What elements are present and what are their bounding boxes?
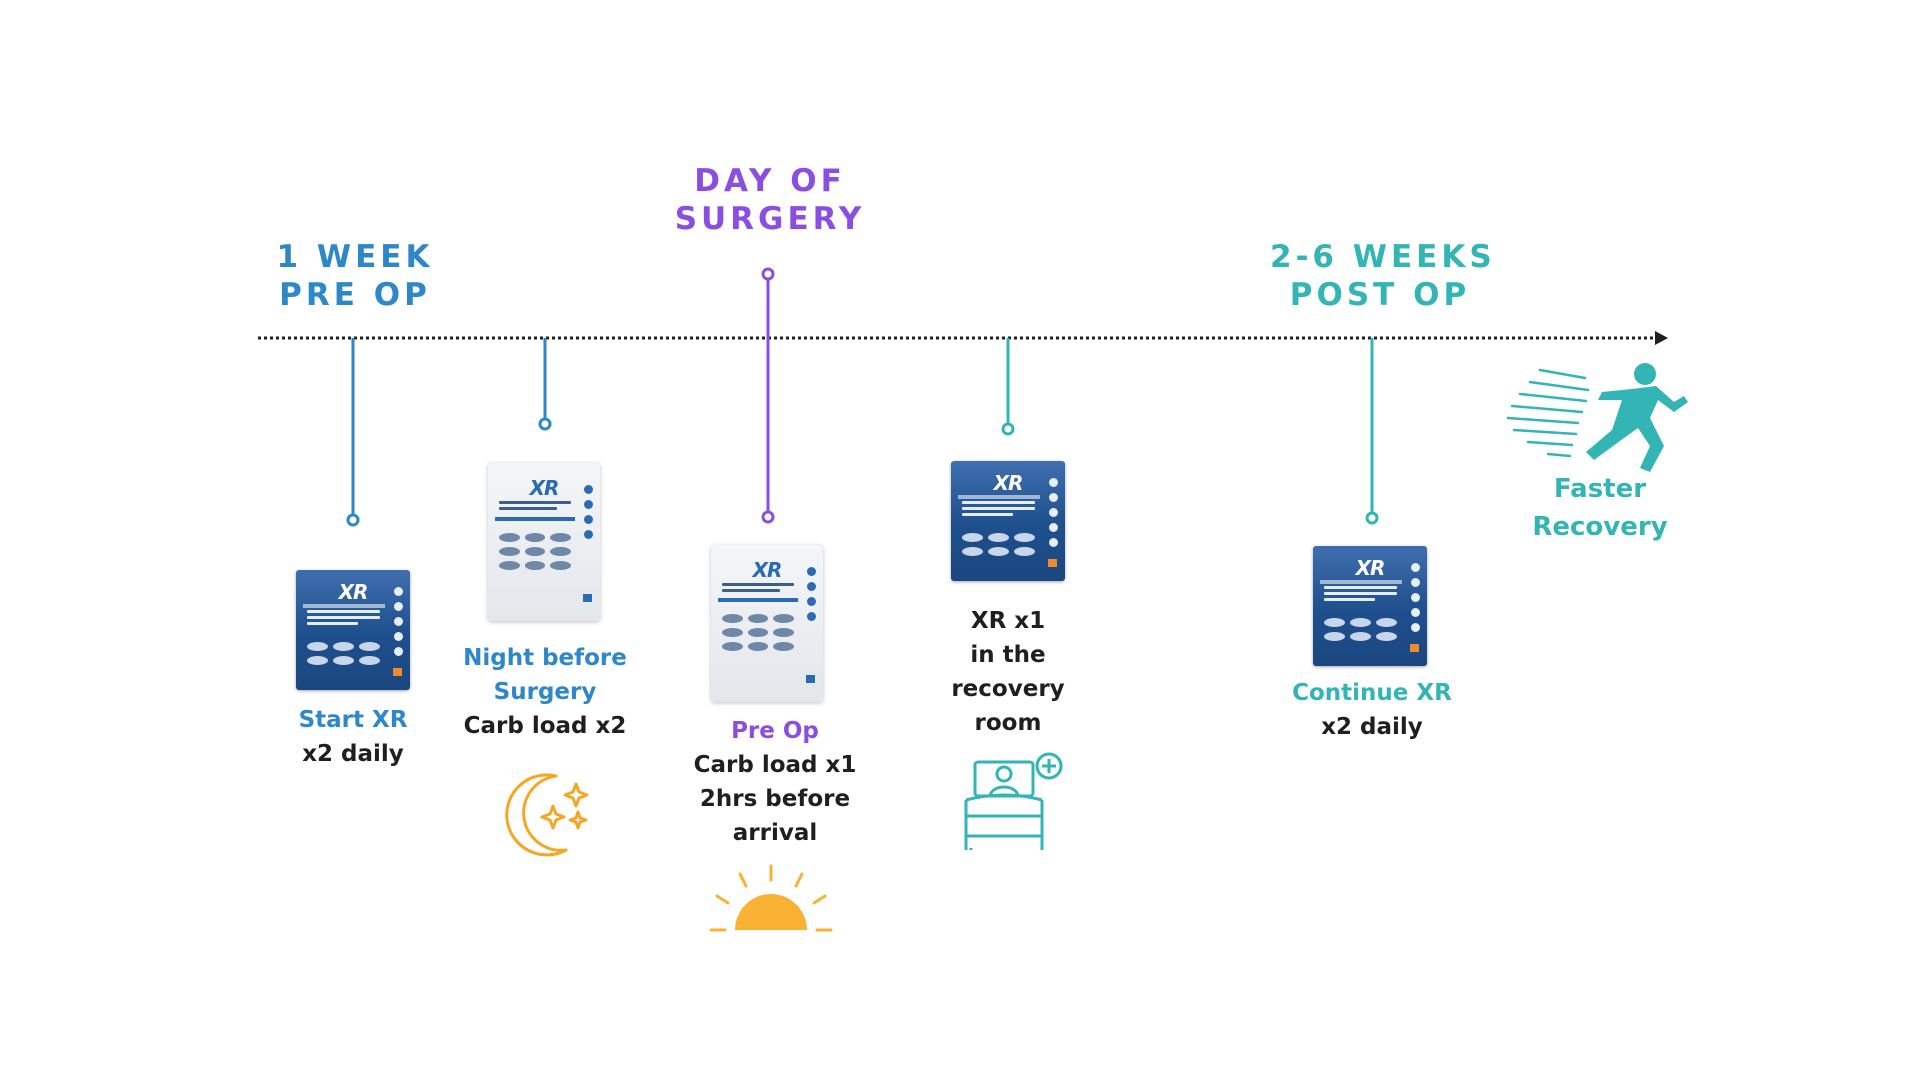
step-line3: recovery: [951, 676, 1065, 702]
step-night-before: Night before Surgery Carb load x2: [425, 641, 665, 743]
step-detail: x2 daily: [302, 741, 404, 767]
step-title-line2: Surgery: [493, 679, 597, 705]
step-title-line1: Night before: [463, 645, 627, 671]
step-start-xr: Start XR x2 daily: [253, 703, 453, 771]
xr-logo: XR: [752, 557, 783, 582]
connector-day-of-surgery: [761, 267, 775, 524]
step-line2: in the: [970, 642, 1046, 668]
step-detail-line2: 2hrs before: [699, 786, 851, 812]
step-line1: Faster: [1553, 474, 1647, 504]
moon-stars-icon: [505, 773, 589, 857]
xr-logo: XR: [529, 475, 560, 500]
timeline-arrowhead: [1655, 331, 1668, 345]
xr-packet-recovery: XR: [951, 461, 1065, 581]
connector-night-before: [538, 338, 552, 431]
xr-packet-start: XR: [296, 570, 410, 690]
xr-logo: XR: [1355, 555, 1386, 580]
sunrise-icon: [709, 864, 833, 932]
step-line2: Recovery: [1532, 512, 1668, 542]
step-pre-op: Pre Op Carb load x1 2hrs before arrival: [655, 714, 895, 850]
xr-logo: XR: [338, 579, 369, 604]
connector-post-op: [1365, 338, 1379, 525]
step-title: Pre Op: [731, 718, 819, 744]
step-detail: x2 daily: [1321, 714, 1423, 740]
step-title: Continue XR: [1292, 680, 1452, 706]
hospital-bed-icon: [964, 752, 1063, 850]
step-detail-line1: Carb load x1: [693, 752, 857, 778]
connector-recovery-room: [1001, 338, 1015, 436]
step-continue-xr: Continue XR x2 daily: [1252, 676, 1492, 744]
step-detail-line3: arrival: [732, 820, 818, 846]
xr-packet-continue: XR: [1313, 546, 1427, 666]
xr-logo: XR: [993, 470, 1024, 495]
running-man-icon: [1506, 363, 1688, 472]
step-faster-recovery: Faster Recovery: [1500, 470, 1700, 546]
step-line1: XR x1: [970, 608, 1046, 634]
connector-start-xr: [346, 338, 360, 527]
step-title: Start XR: [298, 707, 408, 733]
phase-heading-pre-op: 1 WEEK PRE OP: [276, 239, 434, 313]
carb-packet-pre-op: XR: [711, 545, 823, 702]
step-detail: Carb load x2: [463, 713, 627, 739]
step-line4: room: [974, 710, 1042, 736]
carb-packet-night-before: XR: [488, 463, 600, 621]
phase-heading-day-of-surgery: DAY OF SURGERY: [674, 163, 866, 237]
phase-heading-post-op: 2-6 WEEKS POST OP: [1270, 239, 1496, 313]
step-recovery-room: XR x1 in the recovery room: [908, 604, 1108, 740]
